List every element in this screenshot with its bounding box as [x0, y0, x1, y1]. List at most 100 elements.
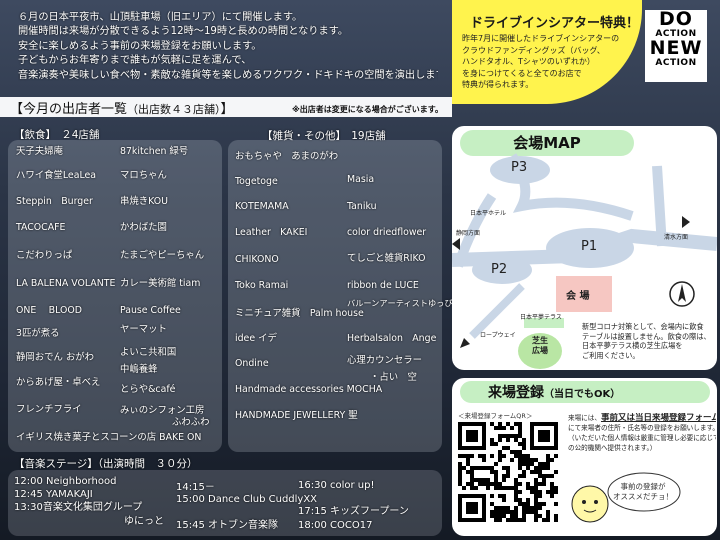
goods-section-head: 【雑貨・その他】 19店舗 [262, 130, 386, 142]
ropeway-label: ロープウェイ [480, 332, 516, 339]
stage-slot: 13:30音楽文化集団グループ [14, 502, 143, 513]
goods-vendor-item: バルーンアーティストゆっぴー [347, 298, 461, 308]
lawn-label-line: 広場 [532, 346, 548, 355]
p1-lot [546, 228, 634, 268]
bubble-line: オススメだチョ！ [613, 492, 673, 501]
logo-line: ACTION [655, 29, 697, 39]
note-text: 来場には、 [568, 414, 601, 422]
music-section-head: 【音楽ステージ】（出演時間 ３０分） [14, 458, 198, 470]
stage-slot: 15:00 Dance Club CuddlyXX [176, 494, 318, 505]
stage-slot: 17:15 キッズフープーン [298, 506, 409, 517]
goods-vendor-item: idee イデ [235, 333, 277, 344]
stage-slot: ゆにっと [124, 516, 164, 527]
road-west [453, 193, 497, 268]
shimizu-label: 清水方面 [664, 234, 689, 241]
food-vendor-item: カレー美術館 tiam [120, 278, 201, 289]
stage-slot: 12:00 Neighborhood [14, 476, 117, 487]
bubble-line: 事前の登録が [620, 482, 666, 491]
food-vendor-item: ONE BLOOD [16, 305, 82, 316]
food-vendor-item: 3匹が煮る [16, 328, 60, 339]
intro-text: ６月の日本平夜市、山頂駐車場（旧エリア）にて開催します。 開催時間は来場が分散で… [18, 11, 438, 83]
intro-line: ６月の日本平夜市、山頂駐車場（旧エリア）にて開催します。 [18, 12, 303, 23]
food-vendor-item: 中嶋養蜂 [120, 364, 158, 375]
goods-vendor-item: Toko Ramai [235, 280, 289, 291]
logo-line: DO [659, 8, 693, 30]
road-southwest [469, 283, 525, 339]
goods-vendor-item: Masia [347, 174, 375, 185]
mascot-eye [582, 500, 586, 504]
food-vendor-item: LA BALENA VOLANTE [16, 278, 116, 289]
stage-slot: 15:45 オトブン音楽隊 [176, 520, 278, 531]
note-text: の公的機関へ提供されます。） [568, 444, 657, 452]
covid-line: 新型コロナ対策として、会場内に飲食 [582, 322, 704, 331]
note-text: （いただいた個人情報は厳重に管理し必要に応じて保健所等 [568, 434, 716, 442]
food-vendor-item: マロちゃん [120, 170, 167, 181]
intro-line: 子どもからお年寄りまで誰もが気軽に足を運んで、 [18, 55, 252, 67]
goods-vendor-item: おもちゃや あまのがわ [235, 151, 339, 162]
do-action-logo: DO ACTION NEW ACTION [645, 10, 707, 82]
speech-bubble-text: 事前の登録が オススメだチョ！ [612, 482, 674, 502]
arrow-icon [460, 338, 470, 348]
covid-line: 日本平夢テラス横の芝生広場を [582, 341, 683, 351]
goods-panel [228, 140, 442, 452]
intro-line: 開催時間は来場が分散できるよう12時〜19時と長めの時間となります。 [18, 26, 349, 38]
goods-vendor-item: 心理カウンセラー [347, 355, 423, 366]
theater-line: を身につけてくると全てのお店で [462, 68, 582, 78]
mascot-illustration [571, 485, 609, 523]
hotel-label: 日本平ホテル [470, 210, 507, 217]
goods-vendor-item: color driedflower [347, 227, 427, 238]
intro-line: 安全に楽しめるよう事前の来場登録をお願いします。 [18, 40, 262, 52]
mascot-eye [594, 500, 598, 504]
theater-bonus-text: 昨年7月に開催したドライブインシアターの クラウドファンディングッズ（バッグ、 … [462, 33, 640, 91]
stage-slot: 16:30 color up! [298, 480, 375, 491]
food-vendor-item: 天子夫婦庵 [16, 146, 63, 157]
stage-slot: 14:15－ [176, 482, 215, 493]
food-vendor-item: かわばた園 [120, 222, 167, 233]
food-vendor-item: Pause Coffee [120, 305, 181, 316]
compass-icon [669, 281, 695, 307]
terrace-label: 日本平夢テラス [520, 314, 562, 321]
road-east [652, 165, 667, 247]
food-vendor-item: ふわふわ [172, 417, 210, 428]
arrow-icon [452, 238, 460, 250]
p1-label: P1 [581, 239, 598, 254]
venue-map-drawing [452, 153, 717, 369]
goods-vendor-item: Ondine [235, 358, 269, 369]
venue-label: 会 場 [566, 291, 590, 302]
p3-lot [490, 156, 550, 184]
goods-vendor-item: KOTEMAMA [235, 201, 289, 212]
food-vendor-item: 静岡おでん おがわ [16, 352, 94, 363]
goods-vendor-item: Taniku [347, 201, 377, 212]
food-vendor-item: ヤーマット [120, 324, 167, 335]
logo-line: NEW [649, 37, 703, 59]
lawn-label: 芝生 広場 [528, 336, 552, 356]
p2-label: P2 [491, 262, 508, 277]
food-vendor-item: Steppin Burger [16, 196, 93, 207]
registration-qr-code[interactable] [458, 422, 558, 530]
venue-map-title: 会場MAP [460, 130, 634, 156]
food-vendor-item: ハワイ食堂LeaLea [16, 170, 97, 181]
shizuoka-label: 静岡方面 [456, 230, 481, 237]
stage-slot: 12:45 YAMAKAJI [14, 489, 93, 500]
covid-line: テーブルは設置しません。飲食の際は、 [582, 331, 711, 341]
food-vendor-item: 串焼きKOU [120, 196, 169, 207]
music-panel [8, 470, 442, 536]
goods-vendor-item: てしごと雑貨RIKO [347, 253, 426, 264]
arrow-icon [682, 216, 690, 228]
goods-vendor-item: ミニチュア雑貨 Palm house [235, 308, 364, 319]
vendor-count: （出店数４３店舗） [127, 103, 221, 116]
goods-vendor-item: Leather KAKEI [235, 227, 308, 238]
food-vendor-item: とらや&café [120, 384, 176, 395]
p2-lot [472, 256, 532, 284]
logo-line: ACTION [655, 58, 697, 68]
vendor-list-title: 【今月の出店者一覧（出店数４３店舗）】 [10, 98, 234, 117]
title-bracket: 】 [220, 102, 234, 117]
food-vendor-item: からあげ屋・卓べえ [16, 377, 101, 388]
venue-block [556, 276, 612, 312]
qr-label: ＜来場登録フォームQR＞ [458, 412, 533, 420]
goods-vendor-item: CHIKONO [235, 254, 279, 265]
food-vendor-item: 87kitchen 緑号 [120, 146, 189, 157]
note-text: にて来場者の住所・氏名等の登録をお願いします。 [568, 424, 716, 432]
food-vendor-item: イギリス焼き菓子とスコーンの店 BAKE ON [16, 432, 202, 443]
food-vendor-item: たまごやピーちゃん [120, 250, 205, 261]
